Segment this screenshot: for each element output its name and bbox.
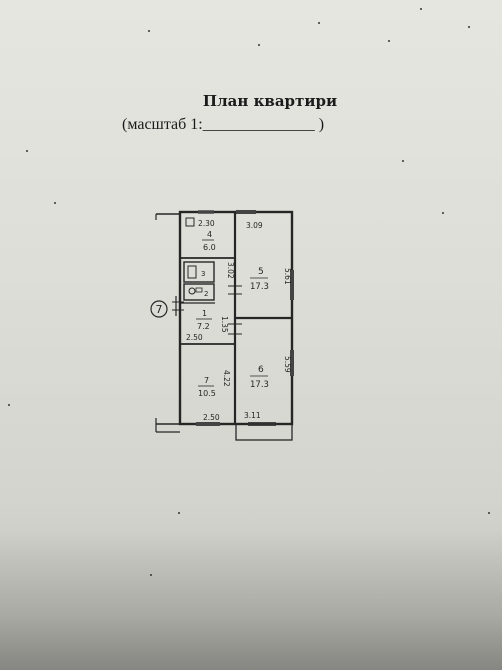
room-number: 7 — [204, 376, 209, 385]
room-number: 3 — [201, 270, 205, 278]
speck — [420, 8, 422, 10]
room-area: 17.3 — [250, 380, 269, 390]
closet-icon — [185, 217, 195, 227]
dimension-label: 4.22 — [222, 370, 231, 387]
room-area: 6.0 — [203, 243, 216, 252]
room-area: 17.3 — [250, 282, 269, 292]
dimension-label: 2.50 — [186, 333, 203, 342]
speck — [8, 404, 10, 406]
speck — [150, 574, 152, 576]
speck — [258, 44, 260, 46]
speck — [54, 202, 56, 204]
sink-icon — [195, 287, 203, 293]
scale-blank: ______________ — [202, 116, 315, 133]
room-area: 10.5 — [198, 389, 216, 398]
room-area: 7.2 — [197, 322, 210, 331]
scale-label: (масштаб 1: — [122, 116, 203, 133]
scale-close: ) — [314, 116, 325, 133]
room-number: 6 — [258, 365, 264, 375]
dimension-label: 5.61 — [283, 268, 292, 285]
room-number: 2 — [204, 290, 208, 298]
speck — [178, 512, 180, 514]
speck — [402, 160, 404, 162]
room-number: 5 — [258, 267, 264, 277]
entry-marker-circle — [150, 300, 168, 318]
entry-marker-label: 7 — [156, 303, 163, 316]
speck — [488, 512, 490, 514]
dimension-label: 2.50 — [203, 413, 220, 422]
speck — [26, 150, 28, 152]
speck — [148, 30, 150, 32]
dimension-label: 3.11 — [244, 411, 261, 420]
speck — [442, 212, 444, 214]
dimension-label: 5.59 — [283, 356, 292, 373]
bathtub-icon — [187, 265, 197, 279]
photo-shadow — [0, 530, 502, 670]
dimension-label: 2.30 — [198, 219, 215, 228]
bathroom-3 — [183, 261, 215, 283]
toilet-2 — [183, 283, 215, 301]
speck — [318, 22, 320, 24]
speck — [468, 26, 470, 28]
dimension-label: 1.35 — [220, 316, 229, 333]
room-number: 4 — [207, 230, 212, 239]
dimension-label: 3.02 — [226, 262, 235, 279]
toilet-icon — [188, 287, 196, 295]
scale-line: (масштаб 1:______________ ) — [122, 116, 324, 134]
room-number: 1 — [202, 309, 207, 318]
page-title: План квартири — [202, 92, 338, 110]
speck — [388, 40, 390, 42]
balcony — [235, 423, 293, 441]
dimension-label: 3.09 — [246, 221, 263, 230]
